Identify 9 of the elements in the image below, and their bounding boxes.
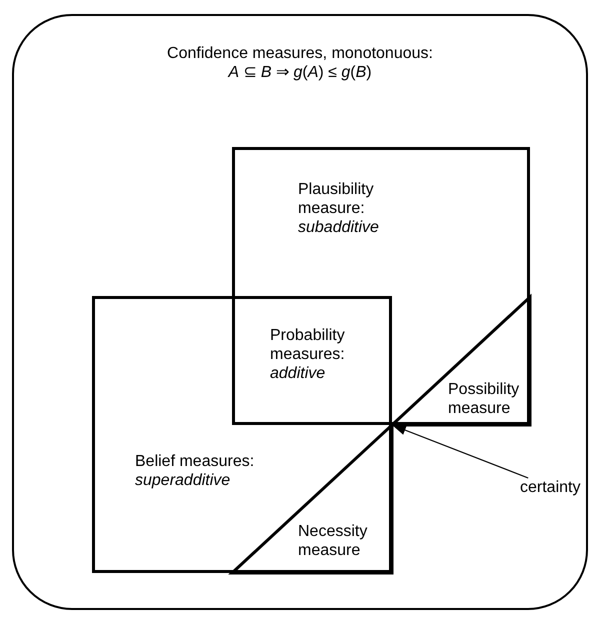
region-label: Probability measures: additive — [270, 326, 346, 383]
square-region — [232, 147, 530, 425]
heading-text: Confidence measures, monotonuous: A ⊆ B ⇒ g(A) ≤ g(B) — [166, 44, 434, 82]
callout-text: certainty — [520, 478, 582, 497]
region-label: Plausibility measure: subadditive — [298, 180, 380, 237]
outer-rounded-box — [12, 14, 588, 610]
region-label: Belief measures: superadditive — [135, 452, 256, 490]
arrow — [392, 424, 528, 479]
region-label: Possibility measure — [448, 380, 520, 418]
